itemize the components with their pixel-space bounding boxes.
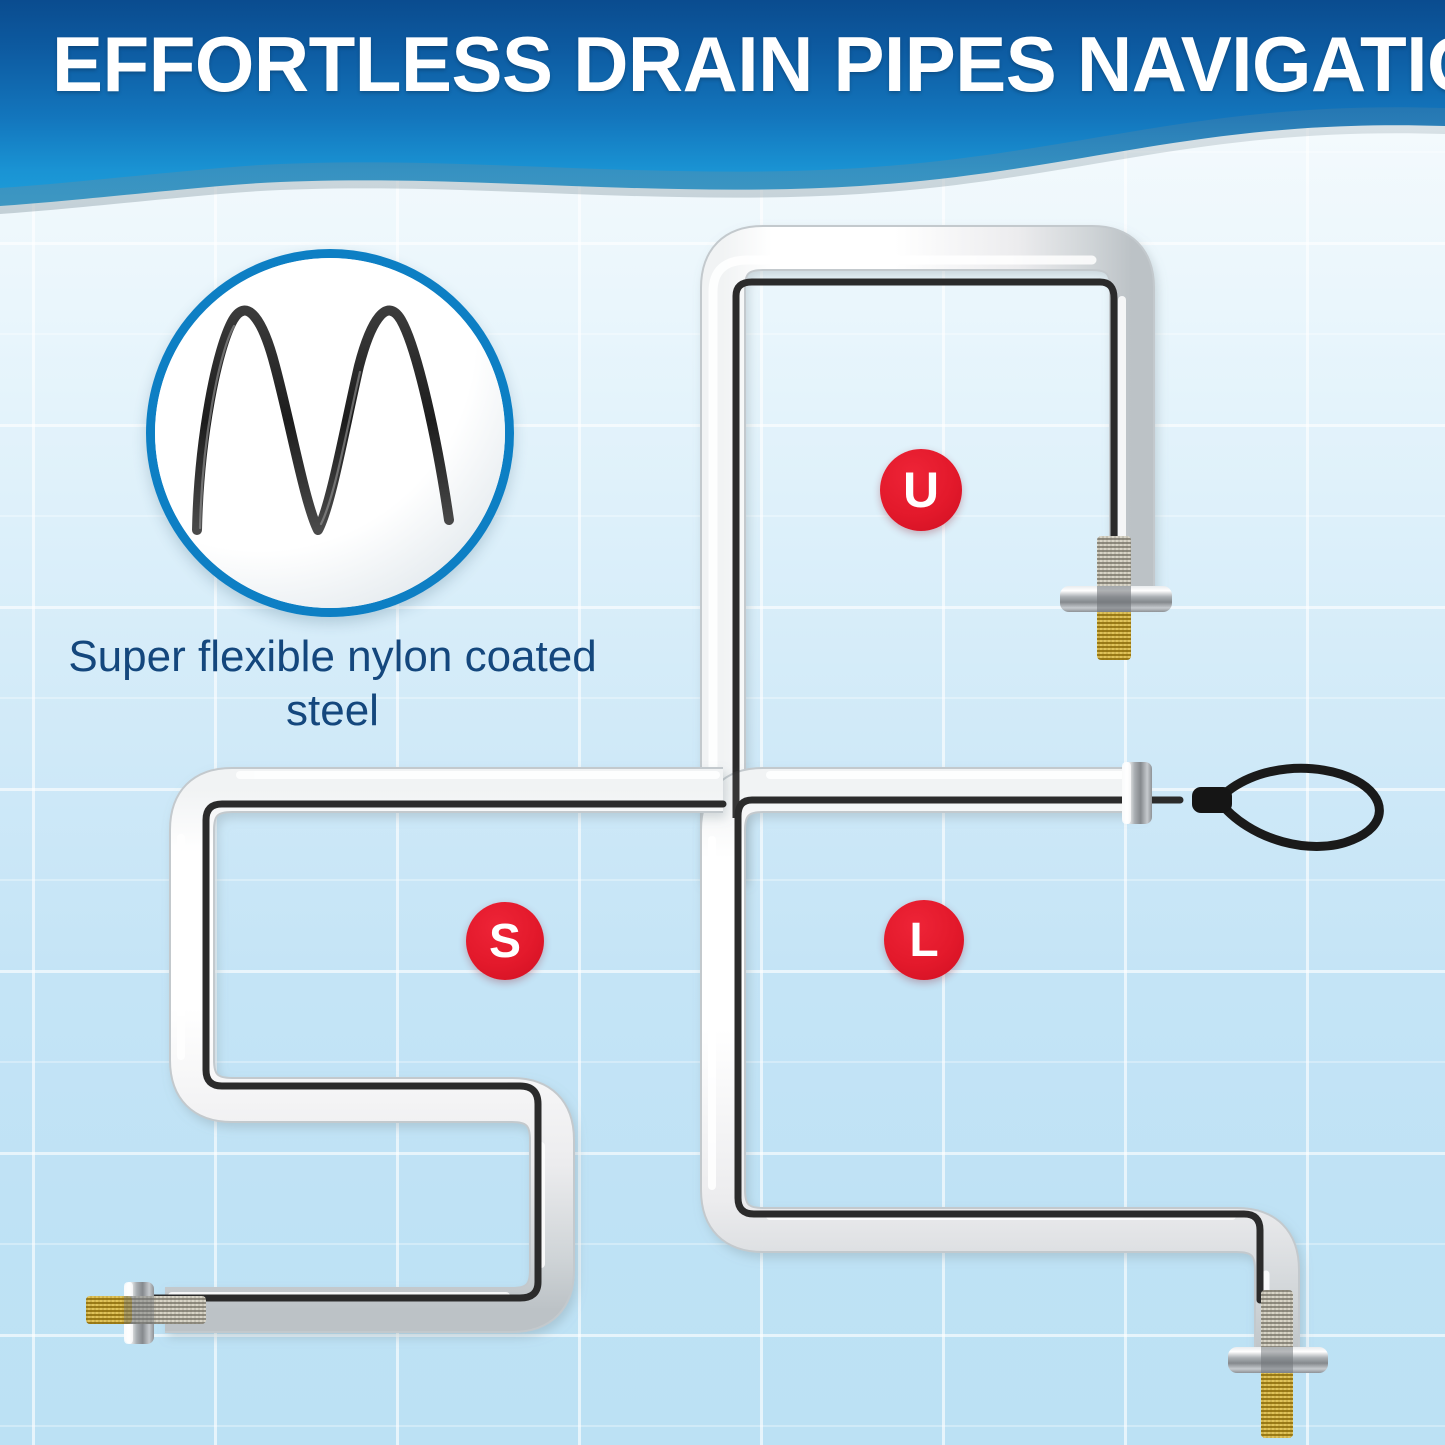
inset-caption: Super flexible nylon coated steel (68, 632, 597, 735)
badge-s: S (466, 902, 544, 980)
flexible-coil-wave-icon (155, 258, 505, 608)
cable-s (146, 800, 727, 1302)
header-banner: EFFORTLESS DRAIN PIPES NAVIGATION (0, 0, 1445, 215)
brush-tip-s (86, 1296, 206, 1324)
pipe-u-shape (700, 225, 1155, 880)
pipe-s-highlight (168, 771, 720, 1300)
brush-tip-l (1228, 1290, 1328, 1438)
cable-u (732, 278, 1118, 884)
cable-l (734, 796, 1264, 1304)
pipe-s-shape (165, 767, 723, 1333)
collar-l-end (1122, 762, 1152, 824)
pipe-l-shape (700, 767, 1300, 1360)
pipe-l-highlight (708, 771, 1270, 1360)
badge-u: U (880, 449, 962, 531)
flexible-coil-inset (146, 249, 514, 617)
brush-tip-u (1060, 536, 1172, 660)
page-title: EFFORTLESS DRAIN PIPES NAVIGATION (52, 20, 1445, 108)
badge-l: L (884, 900, 964, 980)
loop-handle (1192, 763, 1384, 851)
